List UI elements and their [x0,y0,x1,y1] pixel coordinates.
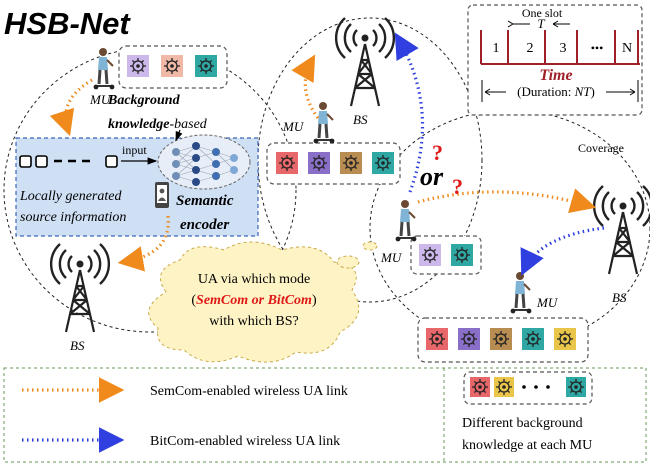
mobile-user-right [509,270,533,315]
slot-1: 1 [493,41,500,56]
encoder-label: encoder [180,217,229,233]
legend-diff-line2: knowledge at each MU [462,438,592,453]
bs-label-top: BS [353,112,368,127]
semantic-label: Semantic [176,193,234,209]
locally-generated-line2: source information [20,210,126,225]
time-label: Time [539,67,572,84]
bitcom-link-right [520,226,605,276]
legend-semcom-label: SemCom-enabled wireless UA link [150,384,348,399]
semcom-link-middle [291,54,320,119]
slot-3: 3 [560,41,567,56]
legend: SemCom-enabled wireless UA link BitCom-e… [3,367,647,463]
mu-label-middle: MU [282,119,305,134]
knowledge-chips-center [410,235,482,275]
mobile-user-middle [312,100,336,145]
bitcom-link-center [394,32,425,193]
semcom-link-center [417,188,597,213]
question-mark-upper: ? [432,140,443,165]
background-label-line2: knowledge-based [108,117,208,132]
mu-label-top-left: MU [89,92,112,107]
or-label: or [420,162,444,191]
base-station-right [592,184,650,276]
knowledge-chips-top-left [118,45,228,89]
one-slot-label: One slot [522,6,563,20]
slot-dots: ••• [591,41,604,55]
cloud-line2: (SemCom or BitCom) [191,293,317,308]
neural-network-icon [157,134,251,190]
mobile-user-center [394,198,418,243]
locally-generated-line1: Locally generated [19,189,122,204]
background-label-line1: Background [107,93,181,108]
slot-n: N [622,41,632,56]
cloud-line3: with which BS? [209,314,298,329]
phone-icon [155,182,169,208]
legend-diff-line1: Different background [462,416,583,431]
input-label: input [122,143,147,157]
bs-label-right: BS [612,290,627,305]
base-station-top [334,16,396,108]
mobile-user-scooter [92,46,116,91]
duration-label: (Duration: NT) [517,84,595,99]
bs-label-left: BS [70,338,85,353]
coverage-label: Coverage [578,141,624,155]
knowledge-chips-middle [266,142,401,185]
time-slot-box: One slot T 1 2 3 ••• N Time (Duration: N… [467,4,643,116]
coverage-area-middle [257,17,483,303]
mu-label-center: MU [380,250,403,265]
knowledge-chips-bottom-right [417,317,589,363]
legend-bitcom-label: BitCom-enabled wireless UA link [150,434,340,449]
base-station-left [49,242,111,334]
question-mark-lower: ? [452,174,463,199]
slot-2: 2 [527,41,534,56]
legend-knowledge-chips [463,371,593,405]
thought-cloud: UA via which mode (SemCom or BitCom) wit… [148,241,378,363]
mu-label-right: MU [536,295,559,310]
slot-period-label: T [537,16,545,31]
semcom-link-top-left [49,78,93,137]
cloud-line1: UA via which mode [198,272,310,287]
semantic-encoder-panel: input Locally generated source informati… [15,134,259,237]
diagram-title: HSB-Net [4,6,131,41]
